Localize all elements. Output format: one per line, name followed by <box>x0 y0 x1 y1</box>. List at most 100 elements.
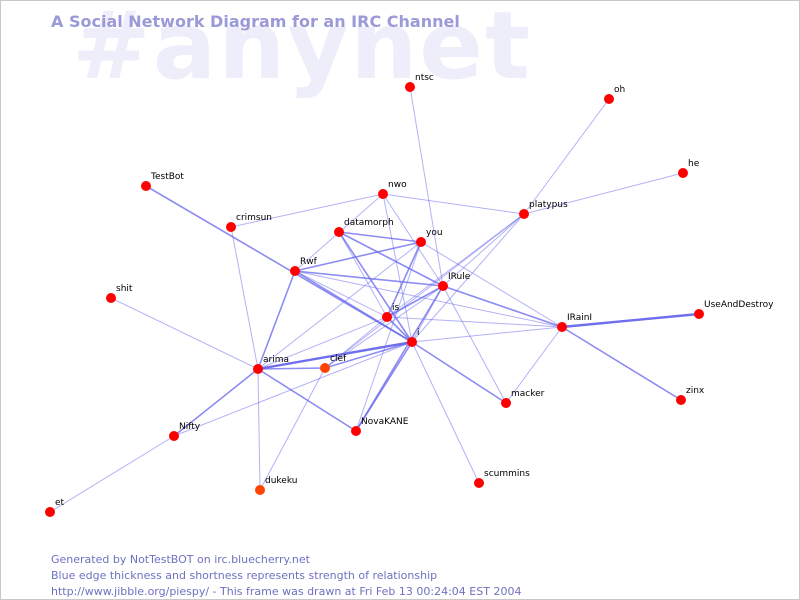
edge-is-clef <box>324 316 388 369</box>
edge-arima-dukeku <box>257 368 261 491</box>
node-dot <box>604 94 614 104</box>
edge-arima-NovaKANE <box>257 368 357 432</box>
node-IRule: IRule <box>438 272 471 291</box>
node-zinx: zinx <box>676 386 705 405</box>
edge-datamorph-you <box>338 231 422 243</box>
edge-Rwf-i <box>294 270 413 343</box>
edge-clef-dukeku <box>259 367 326 491</box>
node-Rwf: Rwf <box>290 257 318 276</box>
edge-Rwf-IRule <box>294 270 444 287</box>
node-label: dukeku <box>265 476 297 486</box>
node-dot <box>407 337 417 347</box>
node-Nifty: Nifty <box>169 422 201 441</box>
edge-is-arima <box>257 316 388 370</box>
node-label: platypus <box>529 200 568 210</box>
node-label: crimsun <box>236 213 272 223</box>
edge-platypus-i <box>411 213 525 343</box>
edge-i-arima <box>257 340 413 371</box>
node-datamorph: datamorph <box>334 218 394 237</box>
edge-Rwf-IRainI <box>294 270 563 328</box>
node-arima: arima <box>253 355 289 374</box>
node-he: he <box>678 159 700 178</box>
node-shit: shit <box>106 284 133 303</box>
edge-you-arima <box>257 241 422 370</box>
edge-ntsc-IRule <box>409 86 444 287</box>
node-dot <box>378 189 388 199</box>
node-label: shit <box>116 284 133 294</box>
node-dot <box>141 181 151 191</box>
node-label: is <box>392 303 400 313</box>
edge-Rwf-is <box>294 270 388 318</box>
edge-arima-Nifty <box>173 368 259 437</box>
node-dot <box>501 398 511 408</box>
node-label: i <box>417 328 420 338</box>
node-IRainI: IRainI <box>557 313 592 332</box>
node-dot <box>290 266 300 276</box>
edge-nwo-IRule <box>382 193 444 287</box>
node-dot <box>45 507 55 517</box>
node-label: UseAndDestroy <box>704 300 774 310</box>
edge-shit-arima <box>110 297 259 370</box>
node-dot <box>438 281 448 291</box>
edge-IRule-macker <box>442 285 507 404</box>
node-label: IRule <box>448 272 471 282</box>
node-macker: macker <box>501 389 545 408</box>
node-you: you <box>416 228 443 247</box>
node-UseAndDestroy: UseAndDestroy <box>694 300 774 319</box>
node-NovaKANE: NovaKANE <box>351 417 409 436</box>
node-dot <box>226 222 236 232</box>
node-dot <box>320 363 330 373</box>
node-dukeku: dukeku <box>255 476 297 495</box>
footer-legend-note: Blue edge thickness and shortness repres… <box>51 569 438 582</box>
edge-you-IRainI <box>420 241 563 328</box>
node-label: zinx <box>686 386 705 396</box>
node-platypus: platypus <box>519 200 568 219</box>
footer-url-timestamp: http://www.jibble.org/piespy/ - This fra… <box>51 585 522 598</box>
edge-datamorph-IRule <box>338 231 444 287</box>
edge-IRainI-zinx <box>561 326 682 401</box>
node-dot <box>351 426 361 436</box>
node-label: IRainI <box>567 313 592 323</box>
node-TestBot: TestBot <box>141 172 184 191</box>
channel-watermark: #anynet <box>72 0 532 101</box>
footer-generated-by: Generated by NotTestBOT on irc.bluecherr… <box>51 553 310 566</box>
node-ntsc: ntsc <box>405 73 434 92</box>
node-dot <box>416 237 426 247</box>
edge-IRule-IRainI <box>442 285 563 328</box>
node-label: ntsc <box>415 73 434 83</box>
node-dot <box>676 395 686 405</box>
edge-you-NovaKANE <box>355 241 422 432</box>
node-dot <box>694 309 704 319</box>
edge-Rwf-arima <box>257 270 296 370</box>
edge-datamorph-i <box>338 231 413 343</box>
edge-platypus-IRule <box>442 213 525 287</box>
edge-i-macker <box>411 341 507 404</box>
edge-platypus-clef <box>324 213 525 369</box>
edge-datamorph-is <box>338 231 388 318</box>
edge-you-is <box>386 241 422 318</box>
node-label: you <box>426 228 443 238</box>
node-dot <box>255 485 265 495</box>
node-dot <box>519 209 529 219</box>
node-label: et <box>55 498 65 508</box>
edge-crimsun-nwo <box>230 193 384 228</box>
node-dot <box>106 293 116 303</box>
node-label: TestBot <box>150 172 184 182</box>
edge-i-NovaKANE <box>355 341 413 432</box>
edge-layer <box>49 86 700 513</box>
node-crimsun: crimsun <box>226 213 272 232</box>
node-label: scummins <box>484 469 530 479</box>
edge-IRainI-i <box>411 326 563 343</box>
edge-is-IRainI <box>386 316 563 328</box>
edge-IRule-is <box>386 285 444 318</box>
node-i: i <box>407 328 420 347</box>
node-clef: clef <box>320 354 347 373</box>
node-label: macker <box>511 389 545 399</box>
edge-i-clef <box>324 341 413 369</box>
edge-IRainI-UseAndDestroy <box>561 312 700 329</box>
node-label: Nifty <box>179 422 201 432</box>
node-label: oh <box>614 85 625 95</box>
edge-i-scummins <box>411 341 480 484</box>
